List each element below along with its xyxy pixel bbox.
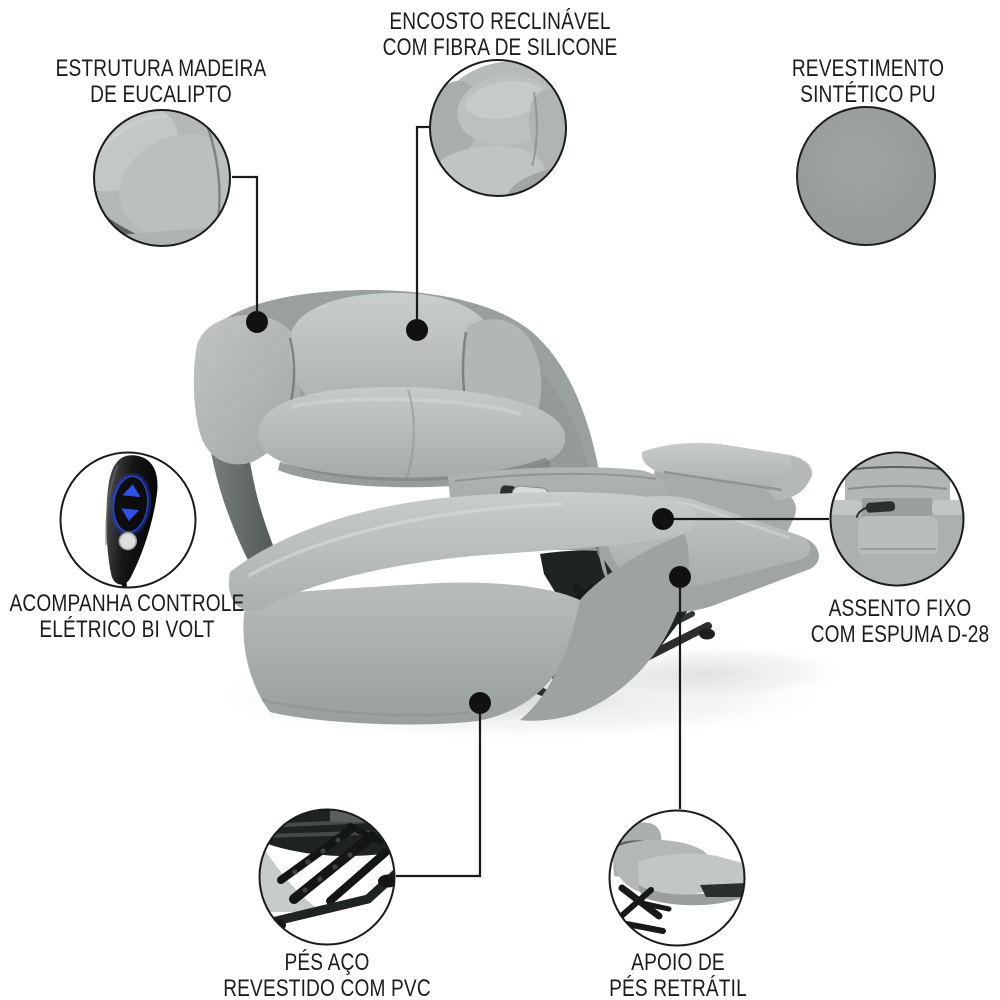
chair-left-armrest [228,491,697,725]
label-encosto-reclinavel: ENCOSTO RECLINÁVEL COM FIBRA DE SILICONE [360,9,641,60]
detail-circle-remote [59,451,197,595]
footrest-detail-photo [609,821,745,934]
label-pes-aco: PÉS AÇO REVESTIDO COM PVC [187,950,468,1000]
detail-circle-feet [258,808,396,946]
label-estrutura-madeira: ESTRUTURA MADEIRA DE EUCALIPTO [21,56,302,107]
label-line: REVESTIMENTO [791,55,945,82]
label-line: APOIO DE [631,949,725,976]
label-assento-fixo: ASSENTO FIXO COM ESPUMA D-28 [760,596,1000,647]
callout-line-encosto [415,125,429,330]
detail-circle-footrest [608,809,746,947]
label-line: PÉS RETRÁTIL [609,974,747,1000]
callout-dot-pes [469,692,491,714]
detail-circle-structure [93,109,231,247]
callout-dot-estrutura [246,311,268,333]
callout-connectors [232,125,829,878]
label-line: ACOMPANHA CONTROLE [9,590,245,617]
structure-detail-photo [94,110,230,246]
callout-dot-encosto [406,319,428,341]
label-line: REVESTIDO COM PVC [223,974,431,1000]
label-line: COM ESPUMA D-28 [810,620,990,648]
label-apoio-pes: APOIO DE PÉS RETRÁTIL [538,950,819,1000]
headrest-detail-photo [430,60,566,196]
recliner-photo [193,290,820,725]
remote-control-photo [105,455,158,595]
callout-dot-apoio [669,566,691,588]
detail-circle-headrest [429,59,567,197]
label-line: DE EUCALIPTO [90,80,232,108]
detail-circle-seat [829,451,965,587]
label-line: ASSENTO FIXO [828,595,972,622]
label-controle-eletrico: ACOMPANHA CONTROLE ELÉTRICO BI VOLT [0,591,267,642]
label-line: ENCOSTO RECLINÁVEL [389,8,611,35]
label-revestimento-pu: REVESTIMENTO SINTÉTICO PU [728,56,1000,107]
label-line: COM FIBRA DE SILICONE [382,33,618,61]
callout-line-pes [396,703,482,878]
label-line: ELÉTRICO BI VOLT [39,615,215,643]
label-line: SINTÉTICO PU [800,80,936,108]
callout-dot-assento [652,508,674,530]
callout-dots [246,311,691,714]
callout-line-estrutura [232,175,259,322]
label-line: ESTRUTURA MADEIRA [55,55,267,82]
pu-swatch-circle [796,106,936,246]
seat-detail-photo [830,454,964,586]
label-line: PÉS AÇO [284,949,370,976]
